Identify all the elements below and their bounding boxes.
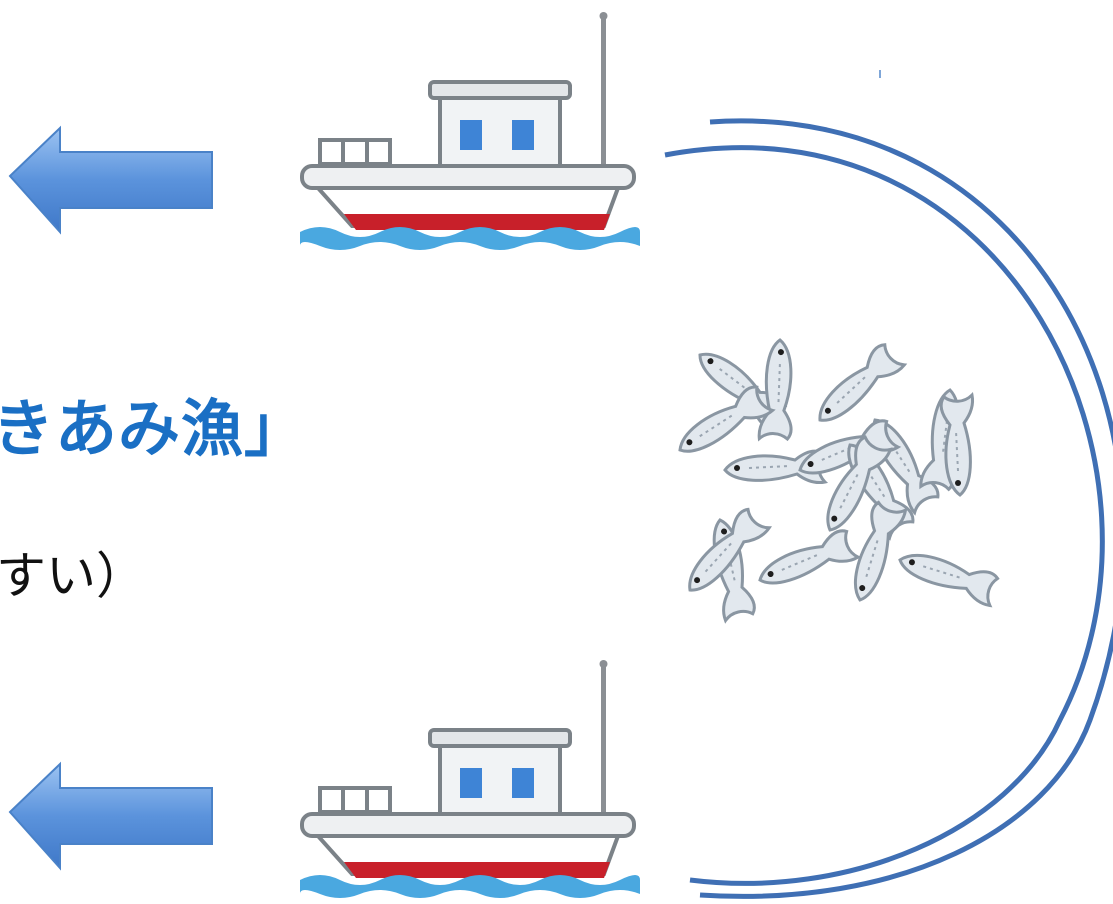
left-arrow-icon [8, 125, 213, 235]
fishing-boat-icon [298, 10, 642, 252]
purse-seine-net [664, 70, 1113, 899]
left-arrow-icon [8, 761, 213, 871]
diagram-title: きあみ漁」 [0, 392, 308, 465]
diagram-subtitle: すい） [0, 547, 146, 605]
fishing-boat-icon [298, 658, 642, 900]
fish-school-icon [669, 337, 1002, 623]
